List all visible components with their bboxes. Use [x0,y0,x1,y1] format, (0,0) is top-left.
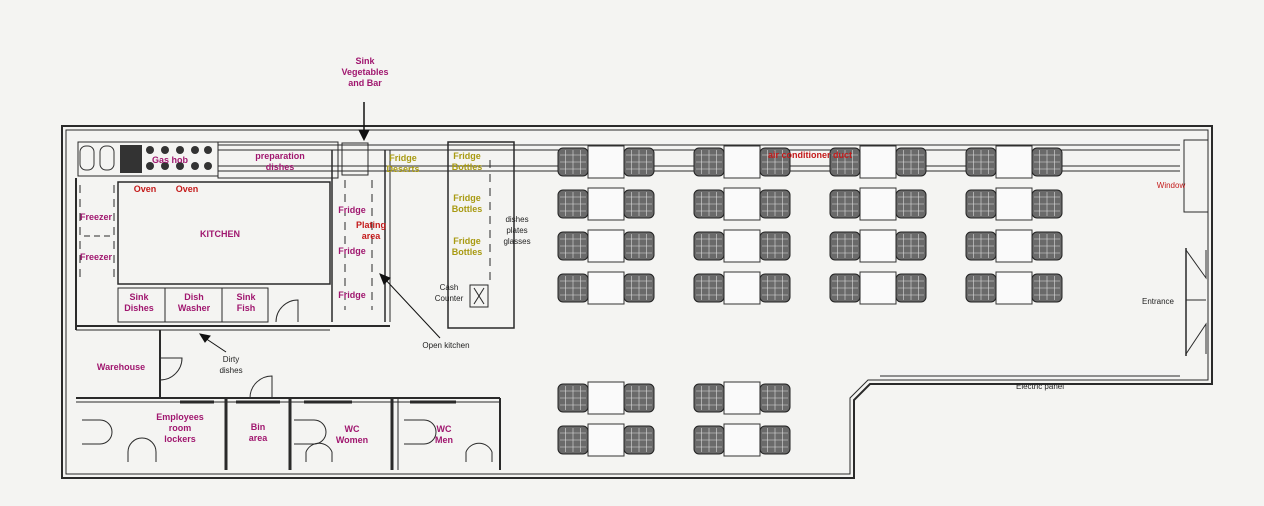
plating-area-label: Plating area [355,220,386,241]
electric-panel-label: Electric panel [1015,382,1065,391]
bottom-rooms [76,397,501,470]
table [587,423,625,457]
bin-area-label: Bin area [248,422,268,443]
employees-room-lockers-label: Employees room lockers [156,412,204,444]
open-kitchen-label: Open kitchen [422,341,470,350]
fridge-bottles-label-3: Fridge Bottles [451,236,483,257]
sink-dishes-label: Sink Dishes [124,292,154,313]
warehouse-label: Warehouse [96,362,146,372]
table [995,145,1033,179]
table [859,229,897,263]
table [995,229,1033,263]
fridge-deserts-label: Fridge Deserts [386,153,420,174]
open-kitchen-arrow [379,273,441,339]
oven-label-2: Oven [175,184,199,194]
dish-washer-label: Dish Washer [177,292,211,313]
table [587,271,625,305]
table [587,229,625,263]
oven-label-1: Oven [133,184,157,194]
fridge-label-3: Fridge [338,290,366,300]
table [723,187,761,221]
table [587,381,625,415]
fridge-bottles-label-1: Fridge Bottles [451,151,483,172]
fridge-bottles-label-2: Fridge Bottles [451,193,483,214]
wc-men-label: WC Men [435,424,453,445]
sink-arrow [358,102,370,142]
sink-vegetables-bar-label: Sink Vegetables and Bar [341,56,389,88]
table [723,423,761,457]
fridge-label-1: Fridge [338,205,366,215]
kitchen-walls [75,142,391,331]
window-entrance [1183,139,1209,356]
table [859,187,897,221]
entrance-label: Entrance [1141,297,1175,306]
table [587,187,625,221]
cash-counter-label: Cash Counter [434,283,464,303]
dining-tables [557,145,1063,457]
gas-hob-label: Gas hob [151,155,188,165]
freezer-label-1: Freezer [79,212,113,222]
air-conditioner-duct-label: air conditioner duct [767,150,852,160]
table [995,271,1033,305]
kitchen-label: KITCHEN [200,229,240,239]
wc-women-label: WC Women [335,424,369,445]
freezer-label-2: Freezer [79,252,113,262]
table [723,271,761,305]
preparation-dishes-label: preparation dishes [255,151,305,172]
table [859,271,897,305]
dirty-dishes-arrow [198,333,227,353]
warehouse-walls [159,330,273,399]
fridge-label-2: Fridge [338,246,366,256]
gas-hob-burners [79,145,212,173]
dirty-dishes-label: Dirty dishes [219,355,243,375]
bar-fridges [447,141,515,329]
table [723,229,761,263]
window-label: Window [1156,181,1186,190]
sink-fish-label: Sink Fish [236,292,256,313]
table [995,187,1033,221]
table [587,145,625,179]
table [723,381,761,415]
dishes-plates-glasses-label: dishes plates glasses [503,215,531,246]
